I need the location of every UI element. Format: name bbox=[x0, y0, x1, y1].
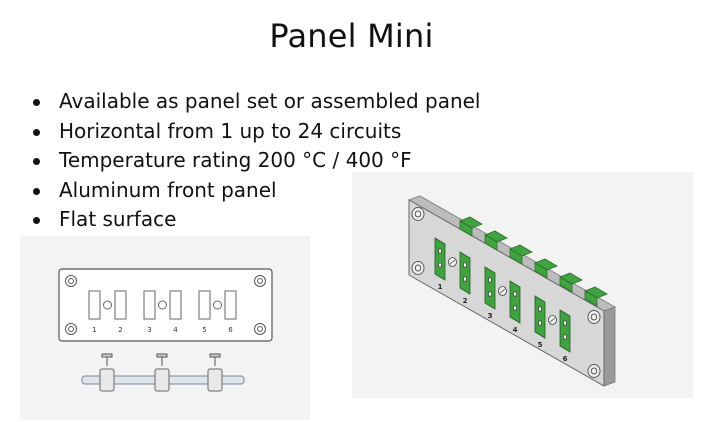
panel-flat-drawing: 1 2 3 4 5 6 bbox=[20, 236, 310, 420]
circuit-label: 1 bbox=[438, 283, 443, 291]
panel-middle-screws bbox=[448, 257, 557, 325]
feature-item: Flat surface bbox=[30, 205, 480, 235]
circuit-label: 6 bbox=[563, 355, 568, 363]
rail-clamps bbox=[99, 368, 223, 392]
feature-list: Available as panel set or assembled pane… bbox=[30, 87, 480, 235]
feature-item: Temperature rating 200 °C / 400 °F bbox=[30, 146, 480, 176]
socket-pins bbox=[438, 248, 567, 340]
circuit-label: 3 bbox=[488, 312, 493, 320]
panel-3d-svg: 1 2 3 4 5 6 bbox=[408, 195, 616, 387]
plate-corner-holes bbox=[411, 207, 601, 378]
middle-screws bbox=[103, 300, 222, 310]
slide-title: Panel Mini bbox=[269, 17, 434, 55]
connector-backs bbox=[459, 216, 608, 307]
feature-item: Aluminum front panel bbox=[30, 176, 480, 206]
panel-flat-svg: 1 2 3 4 5 6 bbox=[58, 268, 273, 392]
circuit-label: 4 bbox=[173, 326, 178, 334]
feature-item: Available as panel set or assembled pane… bbox=[30, 87, 480, 117]
circuit-label: 4 bbox=[513, 326, 518, 334]
panel-3d-render: 1 2 3 4 5 6 bbox=[352, 172, 693, 398]
socket-cutouts bbox=[88, 290, 237, 320]
feature-item: Horizontal from 1 up to 24 circuits bbox=[30, 117, 480, 147]
mounting-rail bbox=[81, 353, 245, 392]
panel-sockets bbox=[434, 237, 571, 353]
circuit-label: 3 bbox=[147, 326, 151, 334]
circuit-label: 2 bbox=[463, 297, 468, 305]
circuit-label: 1 bbox=[92, 326, 96, 334]
corner-screws bbox=[65, 275, 266, 335]
circuit-label: 6 bbox=[228, 326, 233, 334]
rail-screws bbox=[101, 353, 221, 366]
circuit-label: 5 bbox=[538, 341, 543, 349]
circuit-label: 5 bbox=[202, 326, 206, 334]
circuit-label: 2 bbox=[118, 326, 122, 334]
